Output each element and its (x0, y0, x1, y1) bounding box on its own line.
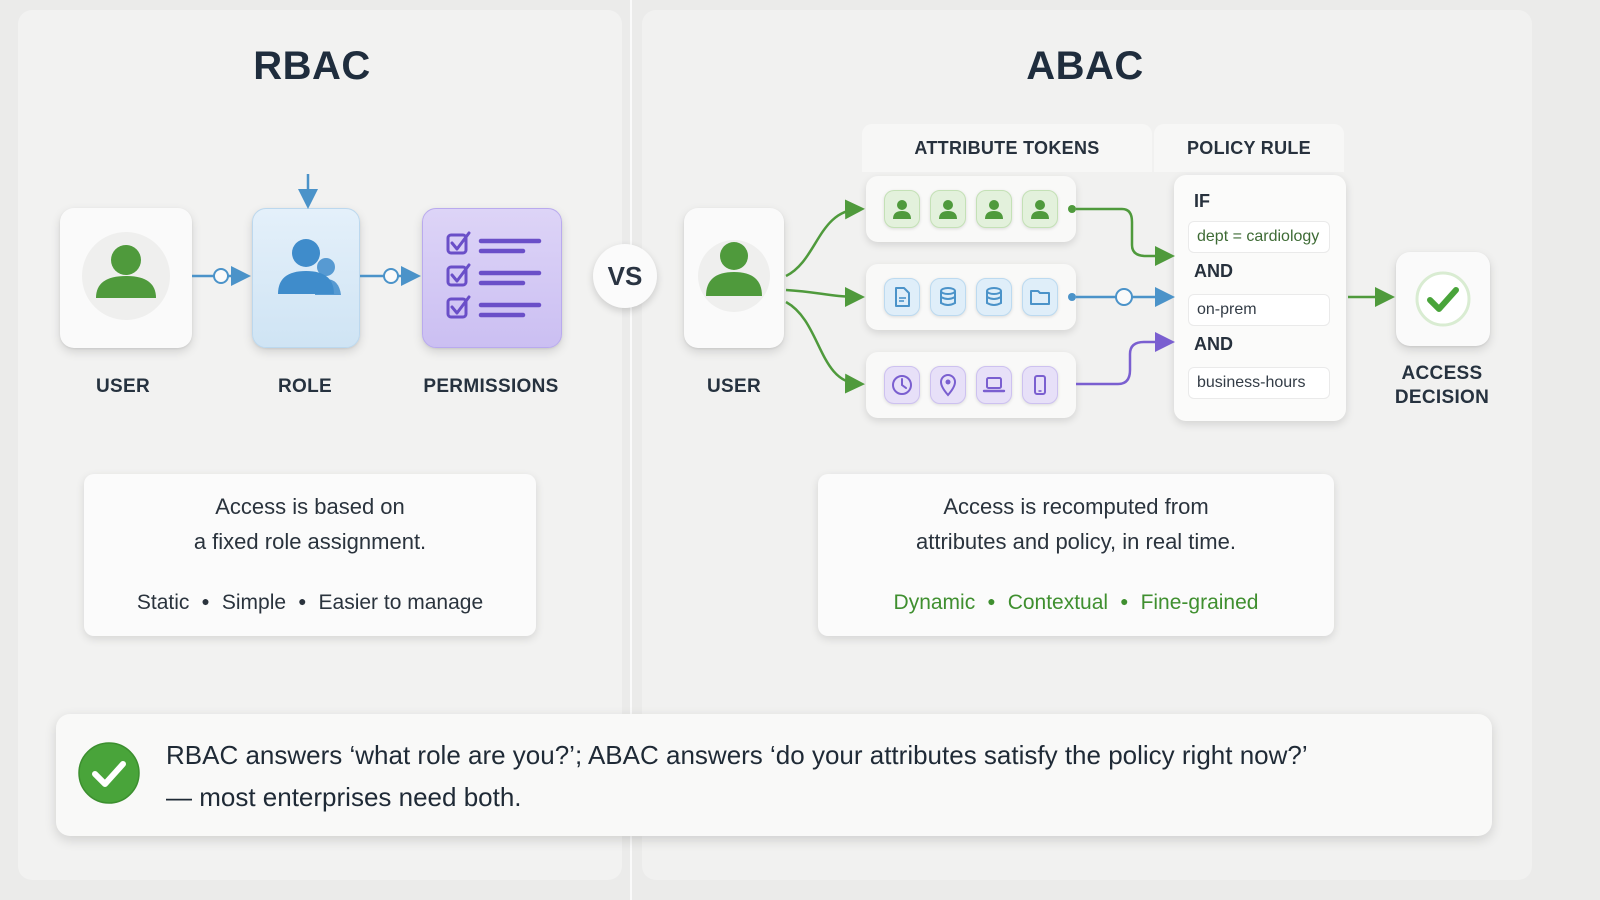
laptop-icon (976, 366, 1012, 404)
location-pin-icon (930, 366, 966, 404)
abac-description-card: Access is recomputed from attributes and… (818, 474, 1334, 636)
policy-and-keyword: AND (1194, 261, 1233, 281)
user-icon (884, 190, 920, 228)
rbac-description-line2: a fixed role assignment. (193, 529, 427, 554)
trait-simple: Simple (221, 591, 287, 614)
access-decision-label: ACCESS DECISION (1394, 363, 1490, 408)
rbac-role-label: ROLE (278, 376, 332, 397)
database-icon (930, 278, 966, 316)
trait-dynamic: Dynamic (893, 591, 976, 614)
access-decision-node (1396, 252, 1490, 346)
policy-rule-header: POLICY RULE (1154, 124, 1344, 172)
role-users-icon (278, 239, 341, 295)
policy-condition-dept: dept = cardiology (1188, 221, 1330, 253)
rbac-description-card: Access is based on a fixed role assignme… (84, 474, 536, 636)
file-icon (884, 278, 920, 316)
summary-line2: — most enterprises need both. (166, 782, 522, 812)
context-attributes-row (866, 352, 1076, 418)
abac-user-node (684, 208, 784, 348)
resource-to-policy-arrow (1068, 287, 1175, 307)
abac-description-line2: attributes and policy, in real time. (916, 529, 1236, 554)
trait-static: Static (136, 591, 190, 614)
identity-to-policy-arrow (1068, 205, 1175, 266)
summary-banner: RBAC answers ‘what role are you?’; ABAC … (56, 714, 1492, 836)
policy-condition-time: business-hours (1188, 367, 1330, 399)
user-icon (930, 190, 966, 228)
checklist-icon (446, 231, 542, 319)
resource-attributes-row (866, 264, 1076, 330)
rbac-user-label: USER (96, 376, 150, 397)
trait-easier-to-manage: Easier to manage (318, 591, 484, 614)
checkmark-icon (1415, 271, 1471, 327)
user-to-role-arrow (192, 266, 251, 286)
folder-icon (1022, 278, 1058, 316)
phone-icon (1022, 366, 1058, 404)
user-icon (698, 240, 770, 312)
abac-traits: Dynamic●Contextual●Fine-grained (893, 591, 1259, 614)
policy-rule-card: IF dept = cardiology AND on-prem AND bus… (1174, 175, 1346, 421)
user-to-context-arrow (785, 300, 865, 394)
user-icon (976, 190, 1012, 228)
rbac-permissions-label: PERMISSIONS (423, 376, 559, 397)
rbac-user-node (60, 208, 192, 348)
user-icon (1022, 190, 1058, 228)
panel-divider (630, 0, 632, 900)
clock-icon (884, 366, 920, 404)
rbac-traits: Static●Simple●Easier to manage (136, 591, 484, 614)
attribute-tokens-header: ATTRIBUTE TOKENS (862, 124, 1152, 172)
user-to-identity-arrow (785, 199, 865, 278)
user-to-resource-arrow (785, 286, 865, 307)
abac-description-line1: Access is recomputed from (943, 494, 1209, 519)
summary-line1: RBAC answers ‘what role are you?’; ABAC … (166, 740, 1308, 770)
trait-contextual: Contextual (1007, 591, 1109, 614)
context-to-policy-arrow (1076, 332, 1175, 386)
rbac-role-node (252, 208, 360, 348)
trait-fine-grained: Fine-grained (1140, 591, 1259, 614)
user-icon (82, 232, 170, 320)
database-icon (976, 278, 1012, 316)
identity-attributes-row (866, 176, 1076, 242)
role-to-permissions-arrow (360, 266, 421, 286)
abac-title: ABAC (1026, 44, 1144, 88)
summary-text: RBAC answers ‘what role are you?’; ABAC … (166, 734, 1446, 818)
policy-condition-location: on-prem (1188, 294, 1330, 326)
check-circle-icon (78, 742, 140, 804)
rbac-title: RBAC (253, 44, 371, 88)
rbac-description-line1: Access is based on (215, 494, 405, 519)
policy-and-keyword: AND (1194, 334, 1233, 354)
policy-if-keyword: IF (1194, 191, 1210, 211)
rbac-permissions-node (422, 208, 562, 348)
vs-badge: VS (593, 244, 657, 308)
abac-user-label: USER (707, 376, 761, 397)
